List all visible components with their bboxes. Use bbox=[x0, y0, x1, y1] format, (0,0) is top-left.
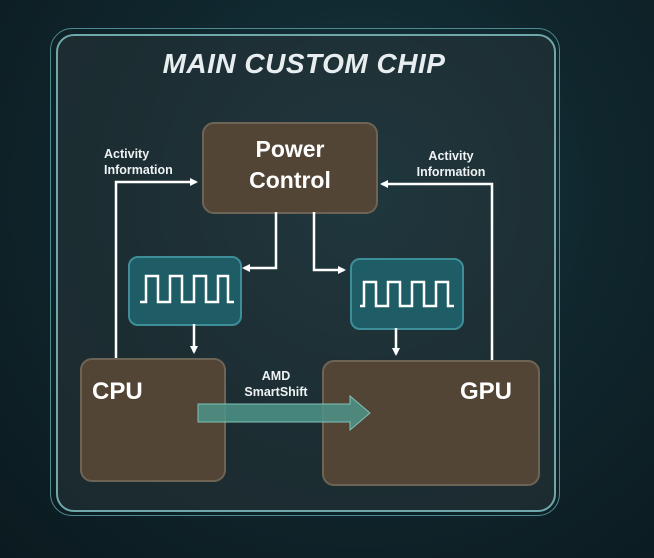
activity-right-label: Activity Information bbox=[398, 148, 504, 180]
square-wave-icon bbox=[140, 274, 234, 304]
activity-left-label: Activity Information bbox=[104, 146, 208, 178]
power-control-line1: Power bbox=[255, 136, 325, 162]
square-wave-icon bbox=[360, 280, 454, 308]
cpu-label: CPU bbox=[92, 378, 143, 405]
chip-title: MAIN CUSTOM CHIP bbox=[162, 48, 446, 79]
power-to-clock-left-arrow bbox=[242, 212, 278, 272]
activity-left-line1: Activity bbox=[104, 147, 150, 161]
gpu-label: GPU bbox=[460, 378, 513, 405]
smartshift-arrow bbox=[197, 394, 371, 432]
activity-right-line1: Activity bbox=[428, 149, 474, 163]
power-control-node bbox=[202, 122, 378, 214]
activity-left-arrow bbox=[114, 178, 198, 358]
activity-right-line2: Information bbox=[416, 165, 486, 179]
smartshift-label: AMD SmartShift bbox=[228, 368, 324, 400]
chip-outer-border bbox=[50, 28, 560, 516]
activity-right-arrow bbox=[380, 180, 494, 360]
clock-right-node bbox=[350, 258, 464, 330]
power-to-clock-right-arrow bbox=[312, 212, 346, 274]
smartshift-line2: SmartShift bbox=[244, 385, 308, 399]
power-control-label: Power Control bbox=[202, 134, 378, 196]
activity-left-line2: Information bbox=[104, 163, 173, 177]
smartshift-line1: AMD bbox=[261, 369, 291, 383]
power-control-line2: Control bbox=[249, 167, 331, 193]
